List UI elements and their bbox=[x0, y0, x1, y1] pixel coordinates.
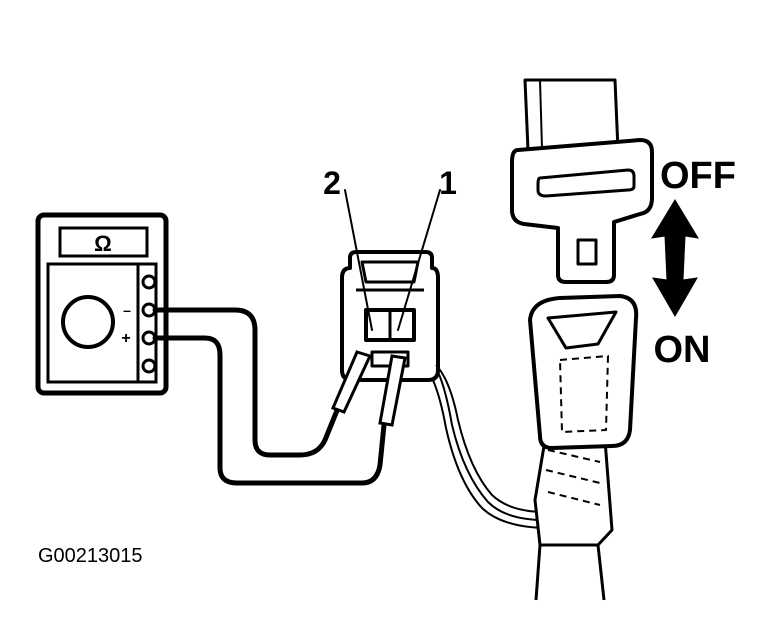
minus-terminal-label: – bbox=[123, 302, 131, 318]
ohmmeter: Ω – + bbox=[35, 212, 169, 396]
probe-1-body bbox=[378, 354, 407, 427]
belt-webbing-edge bbox=[539, 79, 543, 149]
tongue-latch-window bbox=[576, 238, 598, 266]
meter-display bbox=[58, 226, 149, 258]
harness-wire-2 bbox=[437, 371, 546, 521]
meter-jack-1 bbox=[141, 274, 157, 290]
on-label: ON bbox=[654, 329, 711, 371]
ohm-symbol: Ω bbox=[94, 231, 112, 256]
off-on-double-arrow bbox=[651, 199, 699, 317]
seat-belt-buckle bbox=[528, 294, 639, 601]
probe-1-label: 1 bbox=[439, 165, 457, 201]
figure-code: G00213015 bbox=[38, 545, 143, 567]
probe-1-needle bbox=[397, 189, 441, 331]
buckle-webbing-fold bbox=[545, 449, 605, 506]
probe-2-body bbox=[330, 350, 373, 414]
seat-belt-connector bbox=[340, 250, 546, 529]
buckle-inner-outline bbox=[559, 355, 609, 433]
probes bbox=[330, 189, 441, 427]
probe-2-needle bbox=[344, 189, 373, 331]
connector-lock-tab bbox=[360, 260, 420, 284]
belt-webbing-upper bbox=[523, 78, 620, 152]
negative-test-lead bbox=[152, 307, 341, 458]
tongue-slot bbox=[536, 168, 636, 198]
meter-jack-4 bbox=[141, 358, 157, 374]
belt-tongue-assembly bbox=[510, 78, 654, 284]
harness-wire-1 bbox=[435, 364, 546, 513]
plus-terminal-label: + bbox=[121, 330, 130, 347]
off-label: OFF bbox=[660, 155, 736, 197]
harness-wire-3 bbox=[431, 377, 546, 529]
buckle-webbing-lower-tail bbox=[534, 544, 606, 601]
double-arrow-icon bbox=[651, 199, 699, 317]
probe-2-label: 2 bbox=[323, 165, 341, 201]
test-leads bbox=[152, 307, 387, 486]
buckle-release-button bbox=[546, 310, 618, 350]
meter-dial-knob bbox=[61, 295, 115, 349]
positive-test-lead bbox=[152, 335, 387, 486]
